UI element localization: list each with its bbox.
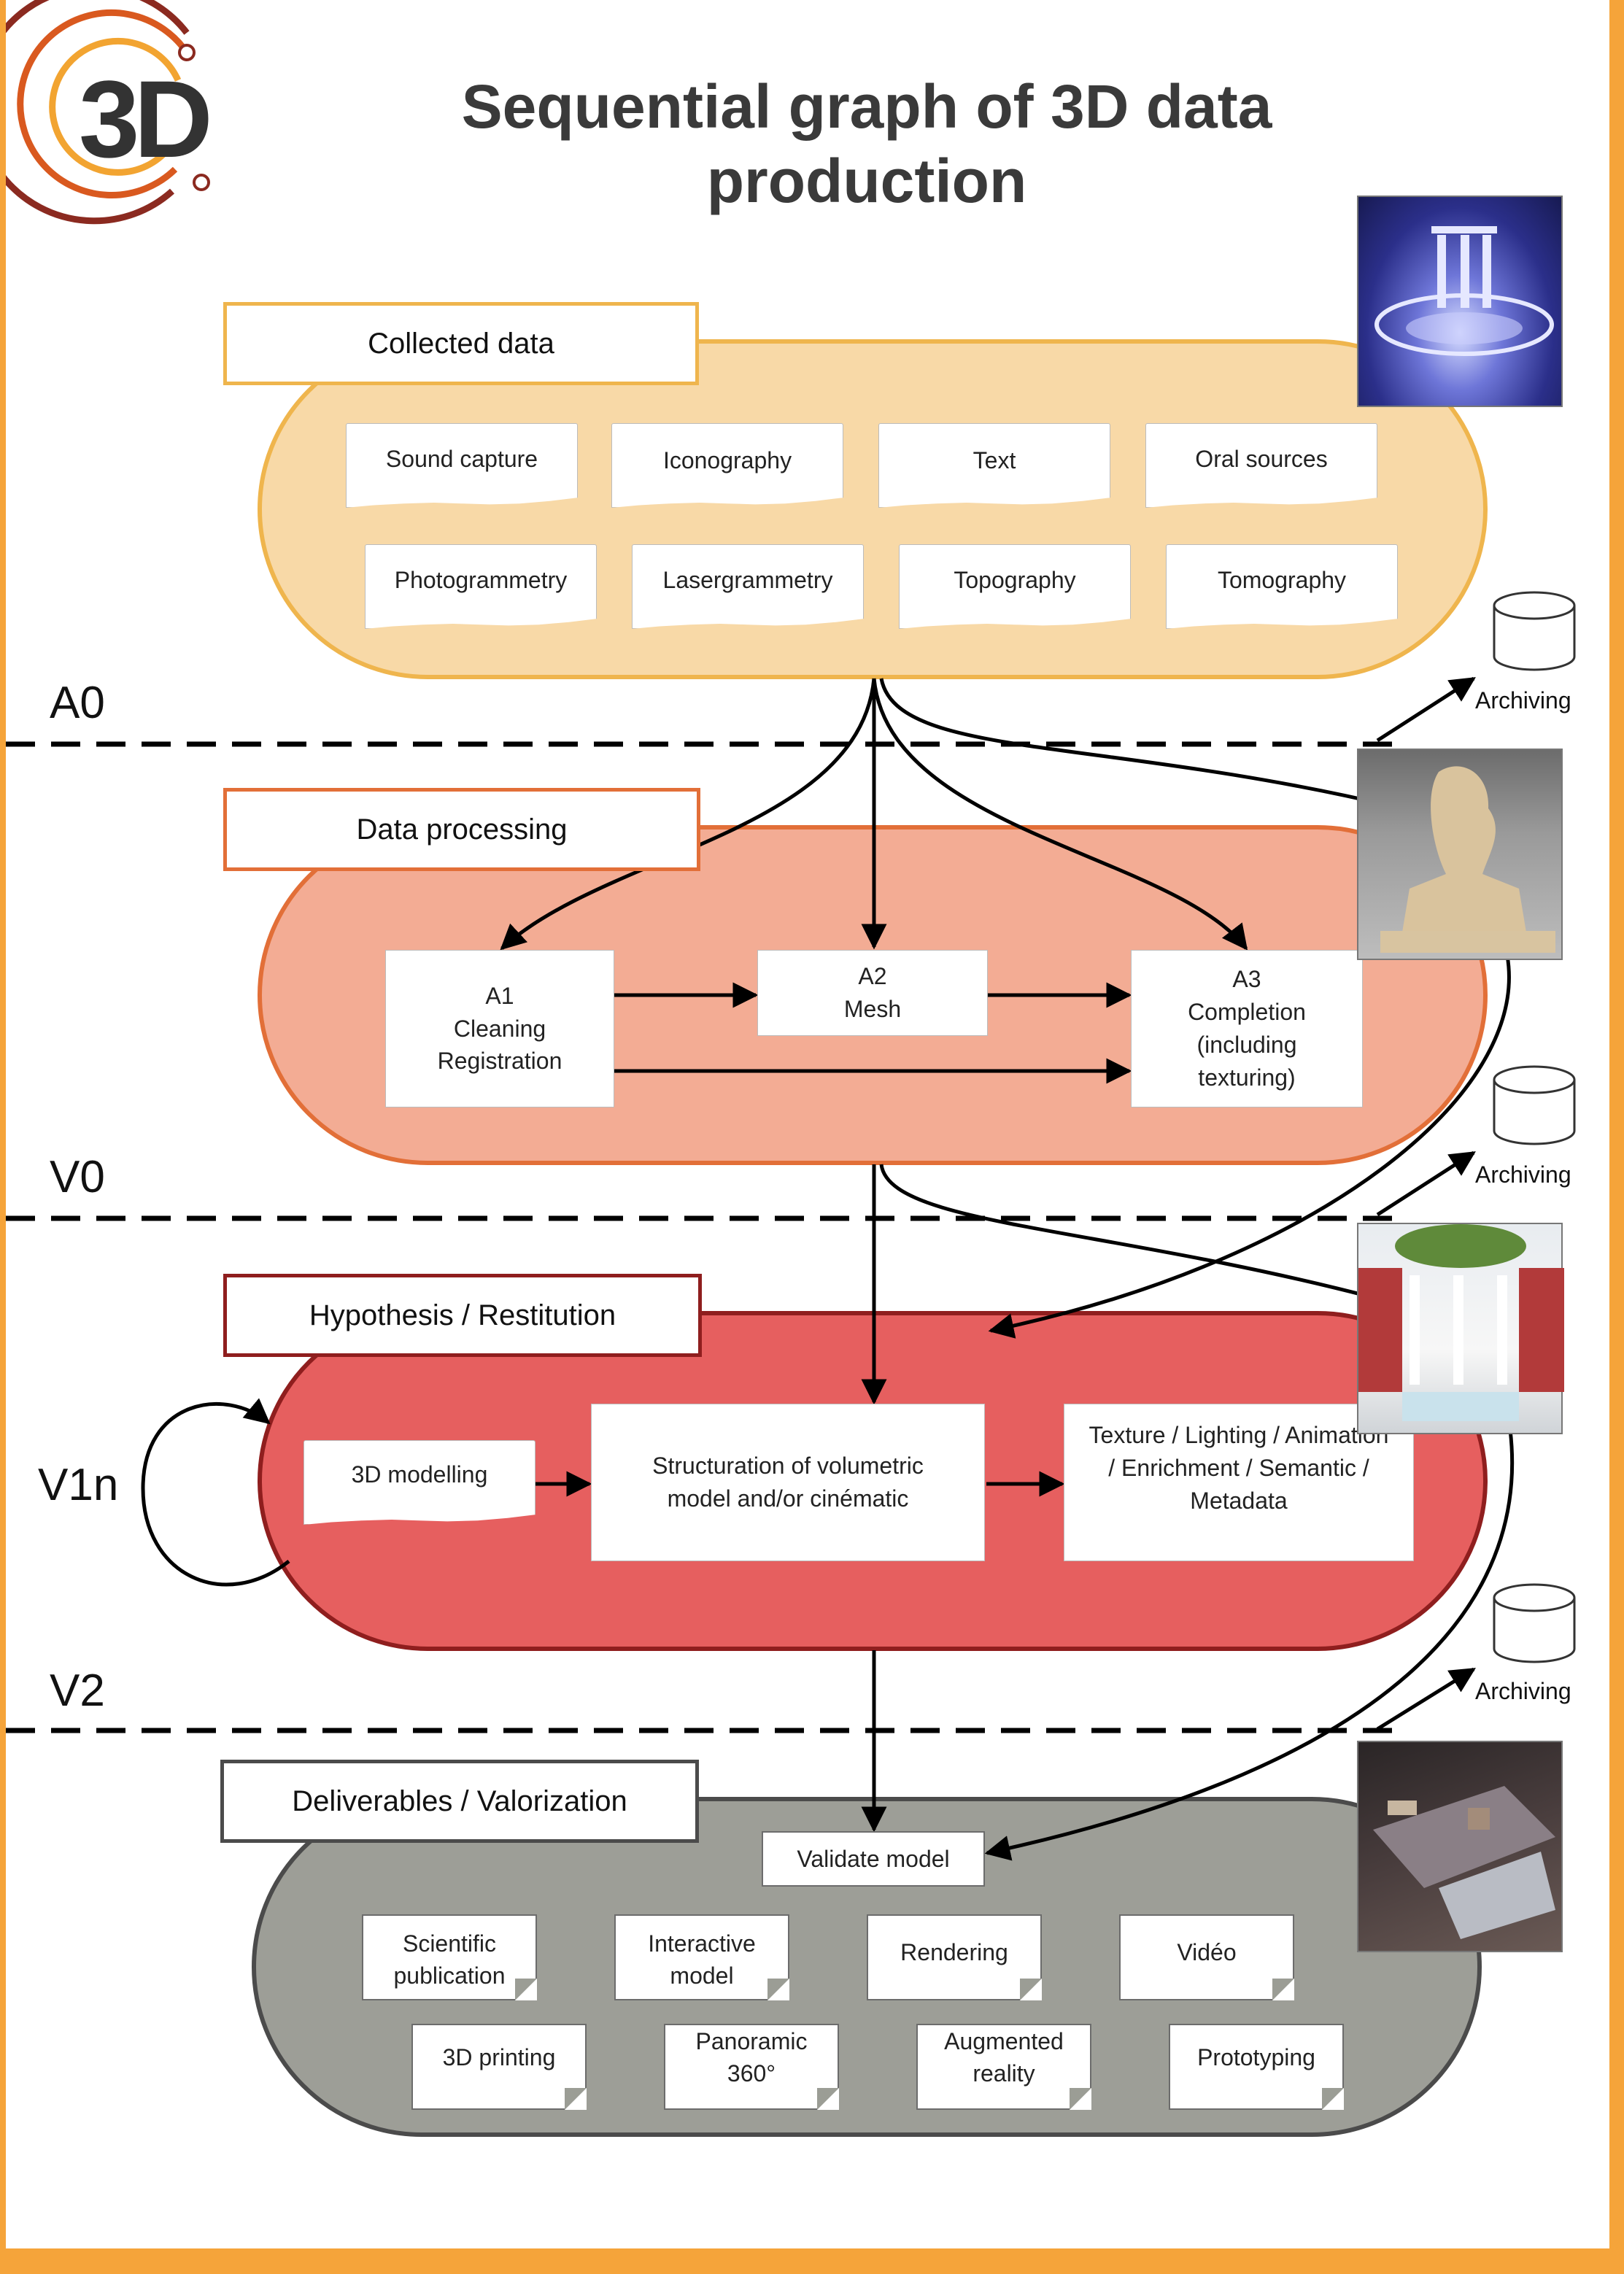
- bust-icon: [1380, 766, 1555, 953]
- arrow-archiving-3: [1376, 1667, 1476, 1731]
- texture-lighting-box: Texture / Lighting / Animation / Enrichm…: [1064, 1404, 1414, 1561]
- photo-table-image: [1357, 1741, 1563, 1952]
- a1-code: A1: [485, 982, 514, 1009]
- deliverable-augmented-reality: Augmented reality: [916, 2024, 1091, 2110]
- a3-code: A3: [1232, 966, 1261, 993]
- level-v0: V0: [50, 1152, 105, 1202]
- collected-item: Text: [878, 423, 1110, 508]
- collected-pill: [258, 339, 1488, 679]
- archive-cylinder-icon-2: [1493, 1065, 1576, 1145]
- archiving-label-1: Archiving: [1475, 687, 1571, 713]
- doc-line: model: [670, 1962, 734, 1989]
- arrow-photo-to-validate: [984, 1429, 1515, 1861]
- 3d-modelling-box: 3D modelling: [303, 1440, 535, 1525]
- logo-3d-icon: 3D: [6, 0, 214, 225]
- collected-item: Oral sources: [1145, 423, 1377, 508]
- deliverable-rendering: Rendering: [867, 1914, 1042, 2000]
- a1-line: Cleaning: [453, 1015, 546, 1042]
- doc-line: Rendering: [900, 1939, 1008, 1965]
- deliverable-scientific-publication: Scientific publication: [362, 1914, 537, 2000]
- collected-item: Topography: [899, 544, 1131, 629]
- structuration-line: Structuration of volumetric: [652, 1453, 924, 1480]
- doc-line: Augmented: [944, 2028, 1064, 2054]
- page-fold-icon: [1322, 2088, 1344, 2110]
- doc-line: reality: [973, 2060, 1035, 2087]
- a1-line: Registration: [437, 1048, 562, 1075]
- doc-line: 3D printing: [442, 2044, 556, 2070]
- arrow-collected-side: [879, 678, 1393, 808]
- deliverable-interactive-model: Interactive model: [614, 1914, 789, 2000]
- deliverable-prototyping: Prototyping: [1169, 2024, 1344, 2110]
- loop-v1n: [141, 1398, 290, 1587]
- doc-line: Panoramic: [695, 2028, 808, 2054]
- page-fold-icon: [515, 1979, 537, 2000]
- arrow-collected-to-a1: [500, 678, 876, 951]
- diagram-page: 3D: [6, 0, 1609, 2248]
- doc-line: Prototyping: [1197, 2044, 1315, 2070]
- texture-line: Metadata: [1190, 1487, 1288, 1514]
- deliverable-video: Vidéo: [1119, 1914, 1294, 2000]
- validate-model-box: Validate model: [762, 1831, 985, 1887]
- photo-temple-image: [1357, 196, 1563, 407]
- structuration-box: Structuration of volumetric model and/or…: [591, 1404, 985, 1561]
- a3-completion-box: A3 Completion (including texturing): [1131, 950, 1363, 1107]
- level-a0: A0: [50, 678, 105, 728]
- texture-line: / Enrichment / Semantic /: [1108, 1454, 1369, 1481]
- arrow-archiving-2: [1376, 1150, 1476, 1217]
- collected-data-label: Collected data: [223, 302, 699, 385]
- collected-item: Lasergrammetry: [632, 544, 864, 629]
- collected-item: Tomography: [1166, 544, 1398, 629]
- collected-item: Iconography: [611, 423, 843, 508]
- hypothesis-label: Hypothesis / Restitution: [223, 1274, 702, 1357]
- a2-mesh-box: A2 Mesh: [757, 950, 988, 1036]
- collected-item: Photogrammetry: [365, 544, 597, 629]
- level-v1n: V1n: [38, 1460, 119, 1510]
- archive-cylinder-icon-1: [1493, 591, 1576, 671]
- arrow-processing-side: [879, 1164, 1378, 1301]
- arrow-photo-to-hypothesis: [988, 955, 1511, 1339]
- photo-bust-image: [1357, 749, 1563, 960]
- doc-line: Vidéo: [1177, 1939, 1237, 1965]
- a2-line: Mesh: [843, 996, 902, 1022]
- doc-line: Scientific: [402, 1930, 497, 1957]
- a2-code: A2: [858, 963, 887, 990]
- page-fold-icon: [1070, 2088, 1091, 2110]
- deliverables-label: Deliverables / Valorization: [220, 1760, 699, 1843]
- courtyard-icon: [1358, 1224, 1564, 1421]
- page-title: Sequential graph of 3D data production: [461, 72, 1272, 215]
- level-v2: V2: [50, 1666, 105, 1716]
- a1-cleaning-registration-box: A1 Cleaning Registration: [385, 950, 614, 1107]
- a3-line: texturing): [1198, 1064, 1296, 1091]
- arrow-archiving-1: [1376, 676, 1476, 743]
- arrow-collected-to-a3: [872, 678, 1248, 951]
- temple-icon: [1374, 226, 1554, 356]
- data-processing-label: Data processing: [223, 788, 700, 871]
- table-icon: [1373, 1786, 1555, 1939]
- page-fold-icon: [817, 2088, 839, 2110]
- doc-line: publication: [393, 1962, 506, 1989]
- page-fold-icon: [1272, 1979, 1294, 2000]
- page-fold-icon: [767, 1979, 789, 2000]
- archive-cylinder-icon-3: [1493, 1583, 1576, 1663]
- photo-courtyard-image: [1357, 1223, 1564, 1434]
- page-fold-icon: [565, 2088, 587, 2110]
- page-fold-icon: [1020, 1979, 1042, 2000]
- texture-line: Texture / Lighting / Animation: [1089, 1422, 1389, 1448]
- doc-line: 360°: [727, 2060, 776, 2087]
- structuration-line: model and/or cinématic: [667, 1485, 909, 1512]
- doc-line: Interactive: [648, 1930, 756, 1957]
- deliverable-panoramic-360: Panoramic 360°: [664, 2024, 839, 2110]
- a3-line: Completion: [1188, 999, 1306, 1026]
- a3-line: (including: [1196, 1032, 1297, 1058]
- archiving-label-2: Archiving: [1475, 1161, 1571, 1188]
- deliverable-3d-printing: 3D printing: [411, 2024, 587, 2110]
- collected-item: Sound capture: [346, 423, 578, 508]
- logo-text: 3D: [79, 58, 209, 180]
- archiving-label-3: Archiving: [1475, 1678, 1571, 1704]
